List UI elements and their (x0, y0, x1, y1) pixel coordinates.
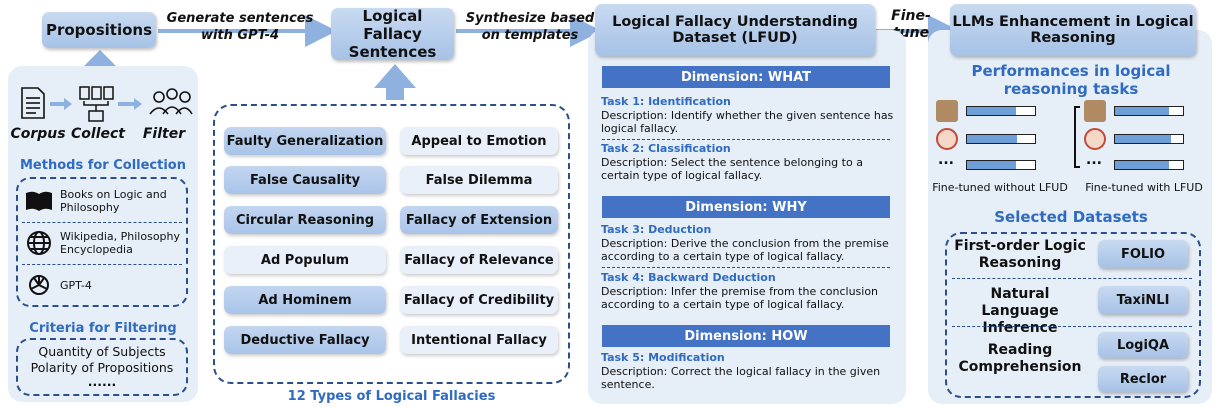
collection-panel (8, 66, 198, 402)
perf-with-group: ... (1074, 100, 1184, 180)
collect-label: Collect (71, 126, 125, 142)
methods-title: Methods for Collection (19, 158, 186, 173)
fallacy-item: Fallacy of Credibility (400, 286, 558, 314)
perf-bar-fill (1115, 161, 1170, 169)
fallacy-item: Ad Populum (224, 246, 386, 274)
source-row-wikipedia: Wikipedia, Philosophy Encyclopedia (24, 226, 184, 260)
perf-bar-fill (967, 107, 1016, 115)
criteria-box (16, 338, 188, 396)
book-icon (24, 189, 54, 213)
dataset-category: First-order Logic Reasoning (954, 238, 1086, 271)
task-desc: Description: Derive the conclusion from … (601, 236, 889, 264)
task-5: Task 5: Modification Description: Correc… (601, 351, 897, 392)
perf-bar (1114, 106, 1184, 116)
dataset-logiqa: LogiQA (1098, 332, 1188, 358)
fallacy-item: False Dilemma (400, 166, 558, 194)
criteria-title: Criteria for Filtering (29, 321, 177, 336)
fallacy-item: Fallacy of Extension (400, 206, 558, 234)
fallacies-caption: 12 Types of Logical Fallacies (287, 389, 496, 404)
dataset-reclor: Reclor (1098, 366, 1188, 392)
dataset-folio: FOLIO (1098, 240, 1188, 268)
fallacy-item: False Causality (224, 166, 386, 194)
perf-bar-fill (967, 135, 1018, 143)
perf-without-group: ... (936, 100, 1036, 180)
source-label: Wikipedia, Philosophy Encyclopedia (60, 230, 181, 256)
task-desc: Description: Select the sentence belongi… (601, 155, 863, 183)
task-title: Task 2: Classification (601, 142, 731, 155)
dataset-category: Natural Language Inference (981, 286, 1059, 336)
model-avatar-1 (1084, 100, 1106, 122)
edge-synthesize-label: Synthesize based on templates (465, 11, 595, 43)
perf-bar-fill (1115, 107, 1170, 115)
logical-fallacy-sentences-box: Logical Fallacy Sentences (331, 7, 454, 61)
perf-bar-fill (967, 161, 1016, 169)
datasets-box (945, 232, 1201, 398)
llm-title: LLMs Enhancement in Logical Reasoning (950, 4, 1196, 56)
propositions-box: Propositions (42, 12, 156, 48)
task-title: Task 4: Backward Deduction (601, 271, 776, 284)
task-title: Task 5: Modification (601, 351, 725, 364)
task-title: Task 3: Deduction (601, 223, 712, 236)
collect-icon (79, 86, 114, 122)
dimension-what-header: Dimension: WHAT (602, 66, 890, 88)
ellipsis: ... (938, 152, 954, 168)
task-desc: Description: Infer the premise from the … (601, 284, 879, 312)
fallacies-box (213, 104, 570, 384)
dataset-category: Reading Comprehension (958, 342, 1082, 375)
task-3: Task 3: Deduction Description: Derive th… (601, 223, 897, 264)
source-row-gpt4: GPT-4 (24, 270, 184, 300)
task-desc: Description: Identify whether the given … (601, 108, 894, 136)
with-label: Fine-tuned with LFUD (1085, 181, 1203, 194)
perf-bar (966, 134, 1036, 144)
pipeline-icons (14, 84, 194, 124)
dimension-why-header: Dimension: WHY (602, 196, 890, 218)
perf-bar (1114, 160, 1184, 170)
perf-bar (1114, 134, 1184, 144)
without-label: Fine-tuned without LFUD (932, 181, 1068, 194)
model-avatar-1 (936, 100, 958, 122)
task-desc: Description: Correct the logical fallacy… (601, 364, 881, 392)
fallacy-item: Appeal to Emotion (400, 127, 558, 155)
bracket (1074, 106, 1080, 168)
source-row-books: Books on Logic and Philosophy (24, 184, 184, 218)
criteria-item: Quantity of Subjects (38, 344, 166, 359)
fallacy-item: Circular Reasoning (224, 206, 386, 234)
fallacy-item: Intentional Fallacy (400, 326, 558, 354)
people-icon (149, 88, 193, 115)
source-label: Books on Logic and Philosophy (60, 188, 167, 214)
filter-label: Filter (142, 126, 186, 142)
perf-bar (966, 160, 1036, 170)
task-1: Task 1: Identification Description: Iden… (601, 95, 897, 136)
selected-datasets-title: Selected Datasets (994, 208, 1148, 226)
ellipsis: ... (1086, 152, 1102, 168)
arrow-up-fallacies (374, 64, 416, 100)
dimension-how-header: Dimension: HOW (602, 325, 890, 347)
model-avatar-2 (936, 128, 958, 150)
criteria-item: Polarity of Propositions (30, 360, 174, 375)
fallacy-item: Faulty Generalization (224, 127, 386, 155)
fallacy-item: Deductive Fallacy (224, 326, 386, 354)
task-2: Task 2: Classification Description: Sele… (601, 142, 897, 183)
methods-box (16, 177, 188, 307)
globe-icon (24, 230, 54, 256)
perf-bar (966, 106, 1036, 116)
dataset-taxinli: TaxiNLI (1098, 286, 1188, 314)
document-icon (21, 87, 45, 119)
edge-generate-label: Generate sentences with GPT-4 (166, 11, 314, 43)
task-title: Task 1: Identification (601, 95, 731, 108)
model-avatar-2 (1084, 128, 1106, 150)
perf-bar-fill (1115, 135, 1171, 143)
corpus-label: Corpus (10, 126, 66, 142)
performance-title: Performances in logical reasoning tasks (971, 62, 1171, 98)
task-4: Task 4: Backward Deduction Description: … (601, 271, 897, 312)
openai-icon (24, 272, 54, 298)
source-label: GPT-4 (60, 278, 92, 292)
fallacy-item: Ad Hominem (224, 286, 386, 314)
fallacy-item: Fallacy of Relevance (400, 246, 558, 274)
criteria-item: ...... (87, 374, 117, 389)
lfud-title: Logical Fallacy Understanding Dataset (L… (595, 4, 875, 56)
